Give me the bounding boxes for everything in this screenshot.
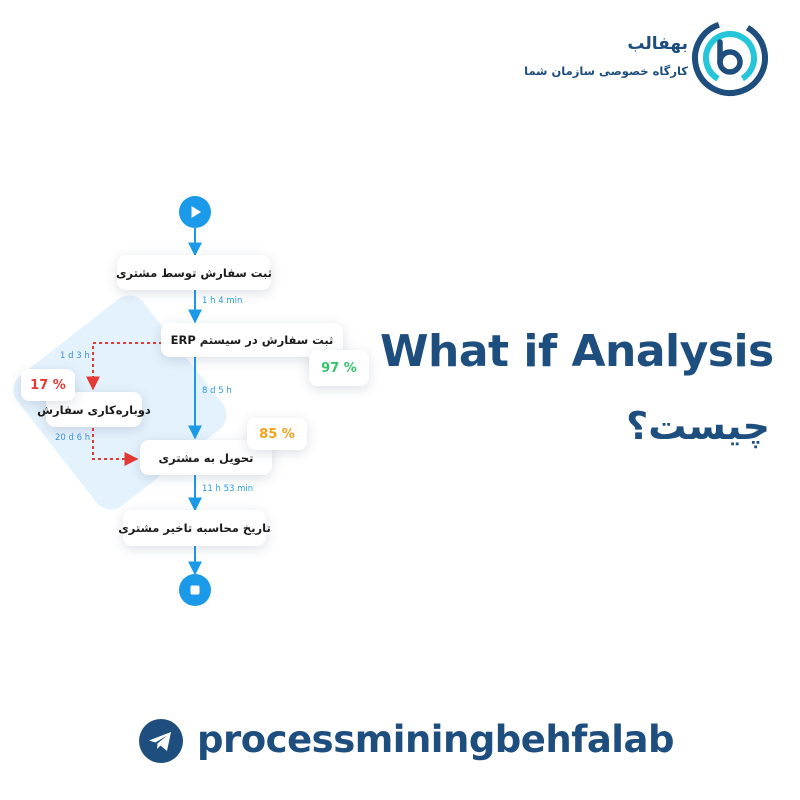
behfalab-logo-icon	[692, 20, 768, 96]
brand-tagline: کارگاه خصوصی سازمان شما	[524, 64, 688, 78]
telegram-handle: processminingbehfalab	[197, 718, 674, 761]
play-icon	[179, 196, 211, 228]
duration-label: 1 d 3 h	[60, 351, 90, 361]
duration-label: 11 h 53 min	[202, 484, 254, 494]
percent-badge-97: 97 %	[309, 350, 369, 386]
headline-persian: چیست؟	[626, 404, 770, 448]
brand-name: بهفالب	[627, 34, 688, 54]
percent-badge-17: 17 %	[21, 369, 75, 401]
telegram-icon	[139, 719, 183, 763]
duration-label: 1 h 4 min	[202, 296, 243, 306]
duration-label: 20 d 6 h	[55, 433, 91, 443]
process-node-delay-date: تاریخ محاسبه تاخیر مشتری	[118, 510, 271, 546]
process-node-customer-order: ثبت سفارش توسط مشتری	[116, 255, 272, 290]
stop-icon	[179, 574, 211, 606]
headline-english: What if Analysis	[380, 326, 774, 377]
duration-label: 8 d 5 h	[202, 386, 232, 396]
percent-badge-85: 85 %	[247, 418, 307, 450]
